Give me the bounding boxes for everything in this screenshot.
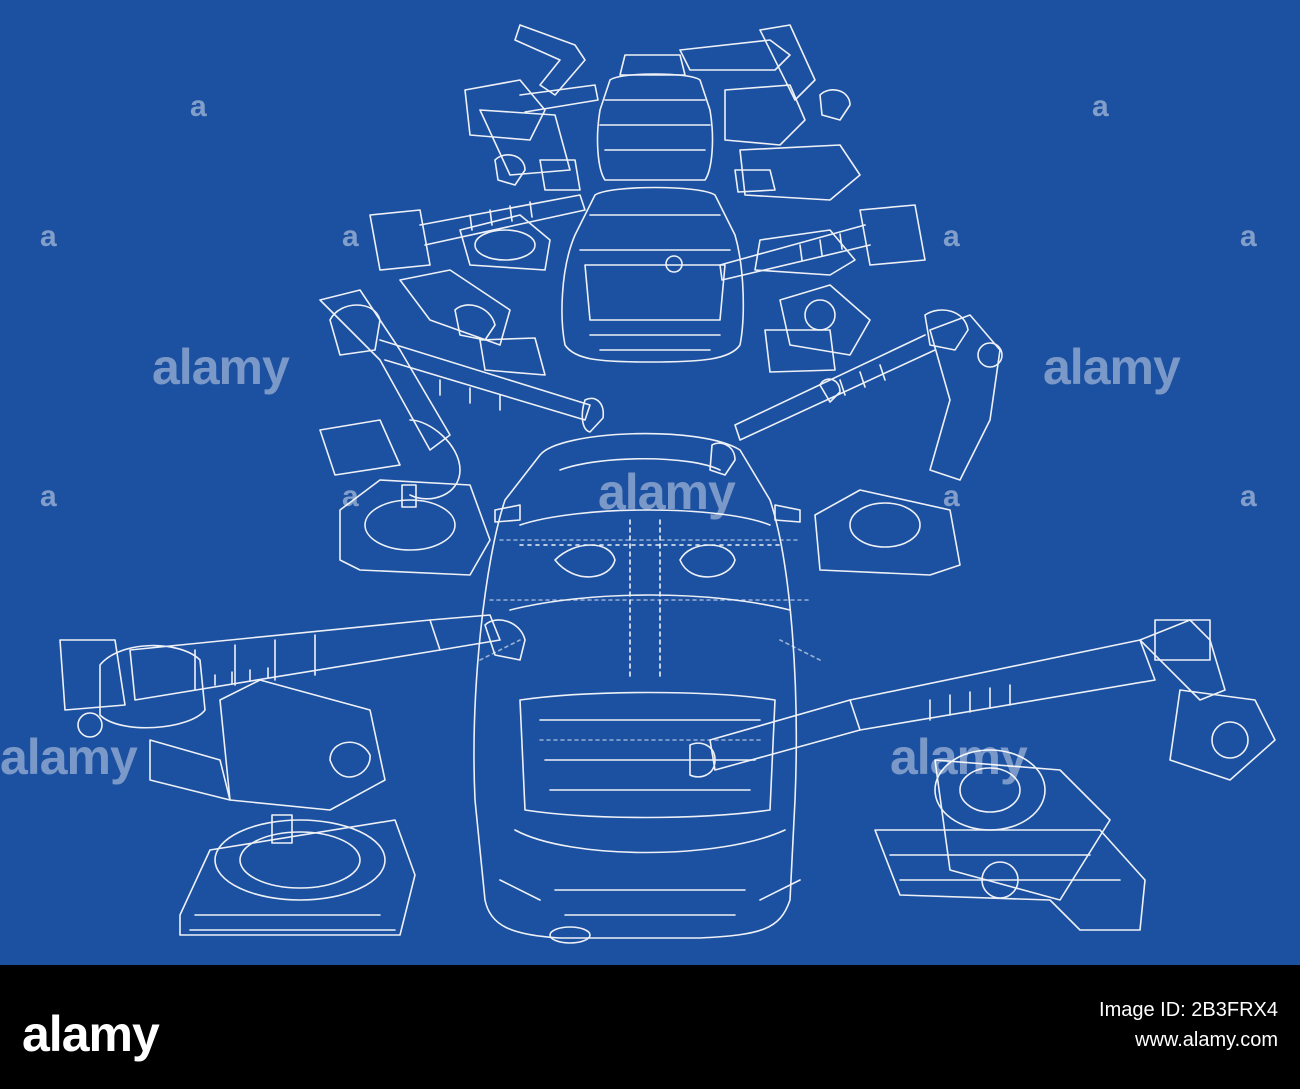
robot-arm-bottom-left: [59, 614, 526, 936]
image-id: Image ID: 2B3FRX4: [1099, 999, 1278, 1021]
car-small: [596, 54, 714, 181]
robot-arm-bottom-right: [689, 619, 1276, 931]
site-url[interactable]: www.alamy.com: [1135, 1029, 1278, 1051]
stock-footer: alamy Image ID: 2B3FRX4 www.alamy.com: [0, 965, 1300, 1089]
construction-lines: [479, 539, 821, 741]
robot-arm-top-right: [679, 24, 861, 201]
blueprint-drawing: [59, 24, 1276, 944]
car-middle: [561, 186, 745, 363]
blueprint-image: alamy alamy alamy alamy alamy a a a a a …: [0, 24, 1276, 944]
robot-arm-upper-left: [369, 194, 586, 376]
robot-arm-top-left: [464, 24, 599, 191]
robot-arm-upper-right: [719, 204, 926, 373]
image-info: Image ID: 2B3FRX4 www.alamy.com: [1099, 995, 1278, 1055]
robot-arm-mid-left: [319, 289, 605, 576]
alamy-logo: alamy: [22, 1006, 160, 1062]
car-large: [473, 432, 801, 944]
robot-arm-mid-right: [709, 309, 1003, 576]
